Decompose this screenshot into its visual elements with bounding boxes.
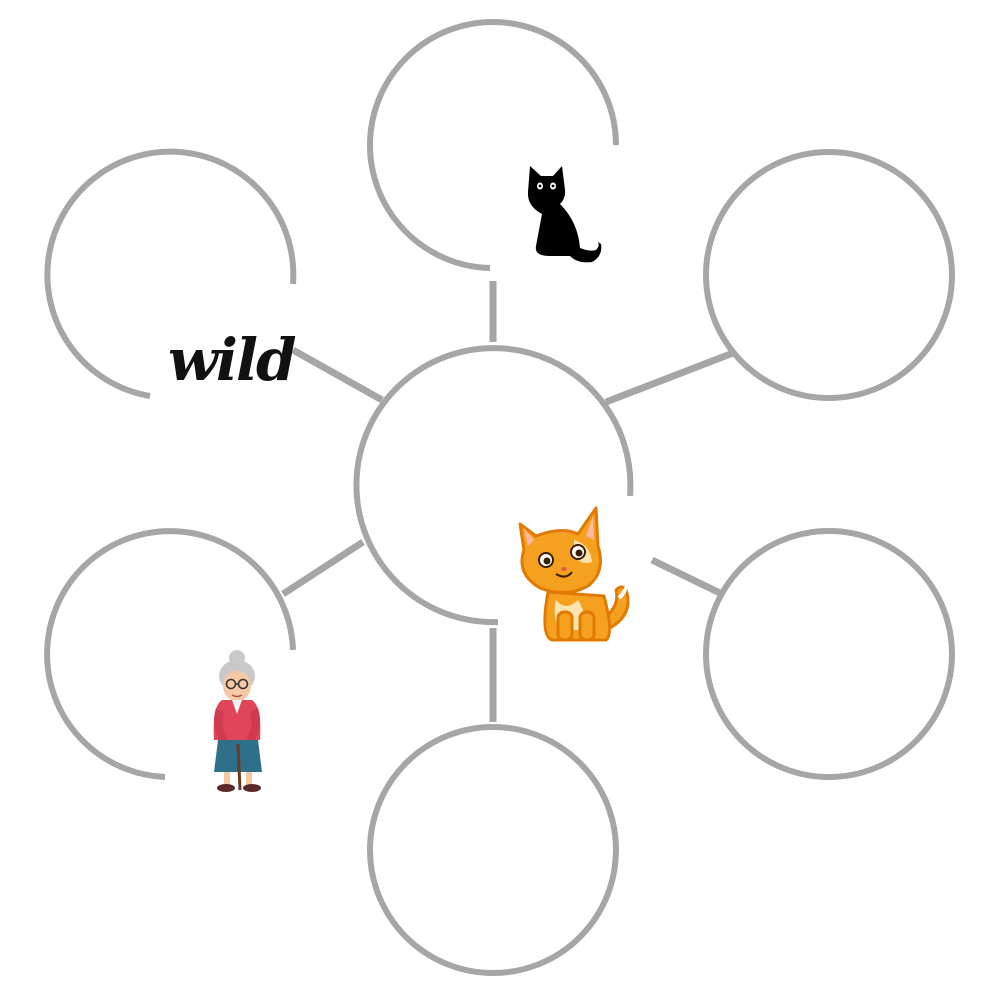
bubble-bottom[interactable] xyxy=(367,724,619,976)
bubble-bottom-right[interactable] xyxy=(703,528,955,780)
center-bubble[interactable] xyxy=(353,345,634,626)
word-picture-text: wild xyxy=(168,326,296,394)
bubble-top[interactable] xyxy=(367,19,619,271)
bubble-bottom-left[interactable] xyxy=(44,528,296,780)
bubble-top-right[interactable] xyxy=(703,149,955,401)
word-picture: wild xyxy=(168,326,298,394)
spoke-top-right xyxy=(604,349,735,406)
connector-lines xyxy=(281,281,735,722)
spoke-bottom-right xyxy=(650,556,724,598)
bubble-top-left[interactable] xyxy=(44,148,297,399)
grandmother-picture xyxy=(213,650,262,792)
spoke-top-left xyxy=(291,346,384,404)
spoke-bottom-left xyxy=(281,539,365,597)
orange-kitten-picture xyxy=(518,506,630,642)
black-cat-picture xyxy=(527,166,602,263)
